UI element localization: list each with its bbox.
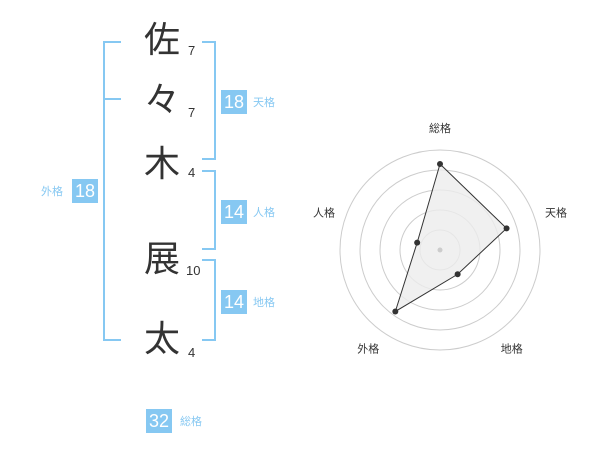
chikaku-badge: 14 xyxy=(221,290,247,314)
stroke-count-2: 7 xyxy=(188,105,196,120)
gaikaku-badge: 18 xyxy=(72,179,98,203)
stroke-count-5: 4 xyxy=(188,345,196,360)
kanji-1: 佐 xyxy=(143,20,180,61)
kanji-4: 展 xyxy=(143,239,180,280)
radar-point xyxy=(454,271,461,278)
radar-point xyxy=(414,239,421,246)
gaikaku-bracket xyxy=(103,41,121,341)
radar-point xyxy=(437,161,443,167)
radar-ring xyxy=(339,149,541,351)
kanji-2: 々 xyxy=(143,80,180,121)
radar-axis-label: 天格 xyxy=(545,205,567,219)
radar-axis-label: 人格 xyxy=(313,205,335,219)
radar-data-area xyxy=(394,163,508,313)
tenkaku-label: 天格 xyxy=(253,96,275,109)
chikaku-bracket xyxy=(202,259,216,341)
kanji-5: 太 xyxy=(143,319,180,360)
chikaku-label: 地格 xyxy=(253,296,275,309)
radar-point xyxy=(503,225,510,232)
gaikaku-label: 外格 xyxy=(41,185,63,198)
kanji-3: 木 xyxy=(143,144,180,185)
tenkaku-badge: 18 xyxy=(221,90,247,114)
jinkaku-bracket xyxy=(202,170,216,250)
stroke-count-1: 7 xyxy=(188,43,196,58)
radar-center-dot xyxy=(437,247,443,253)
jinkaku-label: 人格 xyxy=(253,206,275,219)
radar-axis-label: 外格 xyxy=(357,342,379,356)
tenkaku-bracket xyxy=(202,41,216,160)
radar-axis-label: 総格 xyxy=(429,121,451,135)
gaikaku-bracket-tick xyxy=(103,98,121,100)
radar-axis-label: 地格 xyxy=(501,342,523,356)
soukaku-label: 総格 xyxy=(180,415,202,428)
soukaku-badge: 32 xyxy=(146,409,172,433)
jinkaku-badge: 14 xyxy=(221,200,247,224)
radar-point xyxy=(392,308,399,315)
stroke-count-3: 4 xyxy=(188,165,196,180)
stroke-count-4: 10 xyxy=(186,263,201,278)
